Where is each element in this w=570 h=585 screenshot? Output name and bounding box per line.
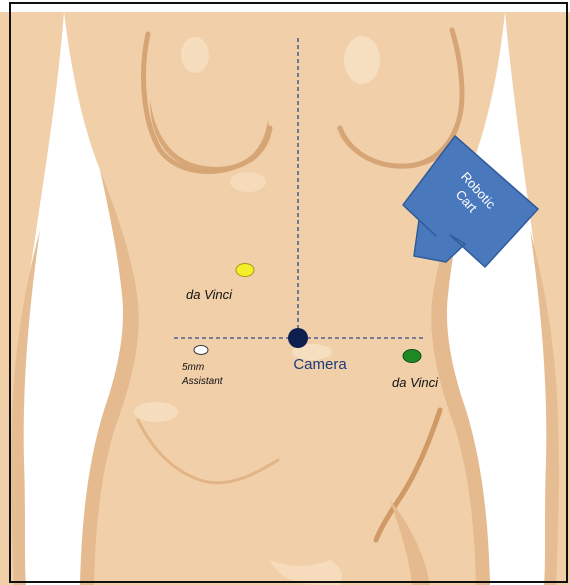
hip-highlight bbox=[134, 402, 178, 422]
right-breast-highlight bbox=[344, 36, 380, 84]
assistant-label-line1: 5mm bbox=[182, 362, 204, 373]
left-breast-highlight bbox=[181, 37, 209, 73]
camera-label: Camera bbox=[293, 356, 347, 373]
assistant-port bbox=[194, 346, 208, 355]
left-da-vinci-port bbox=[236, 264, 254, 277]
camera-port bbox=[288, 328, 308, 348]
belly-highlight bbox=[230, 172, 266, 192]
right-da-vinci-port bbox=[403, 350, 421, 363]
assistant-label-line2: Assistant bbox=[181, 376, 224, 387]
left-da-vinci-label: da Vinci bbox=[186, 287, 233, 302]
right-da-vinci-label: da Vinci bbox=[392, 375, 439, 390]
